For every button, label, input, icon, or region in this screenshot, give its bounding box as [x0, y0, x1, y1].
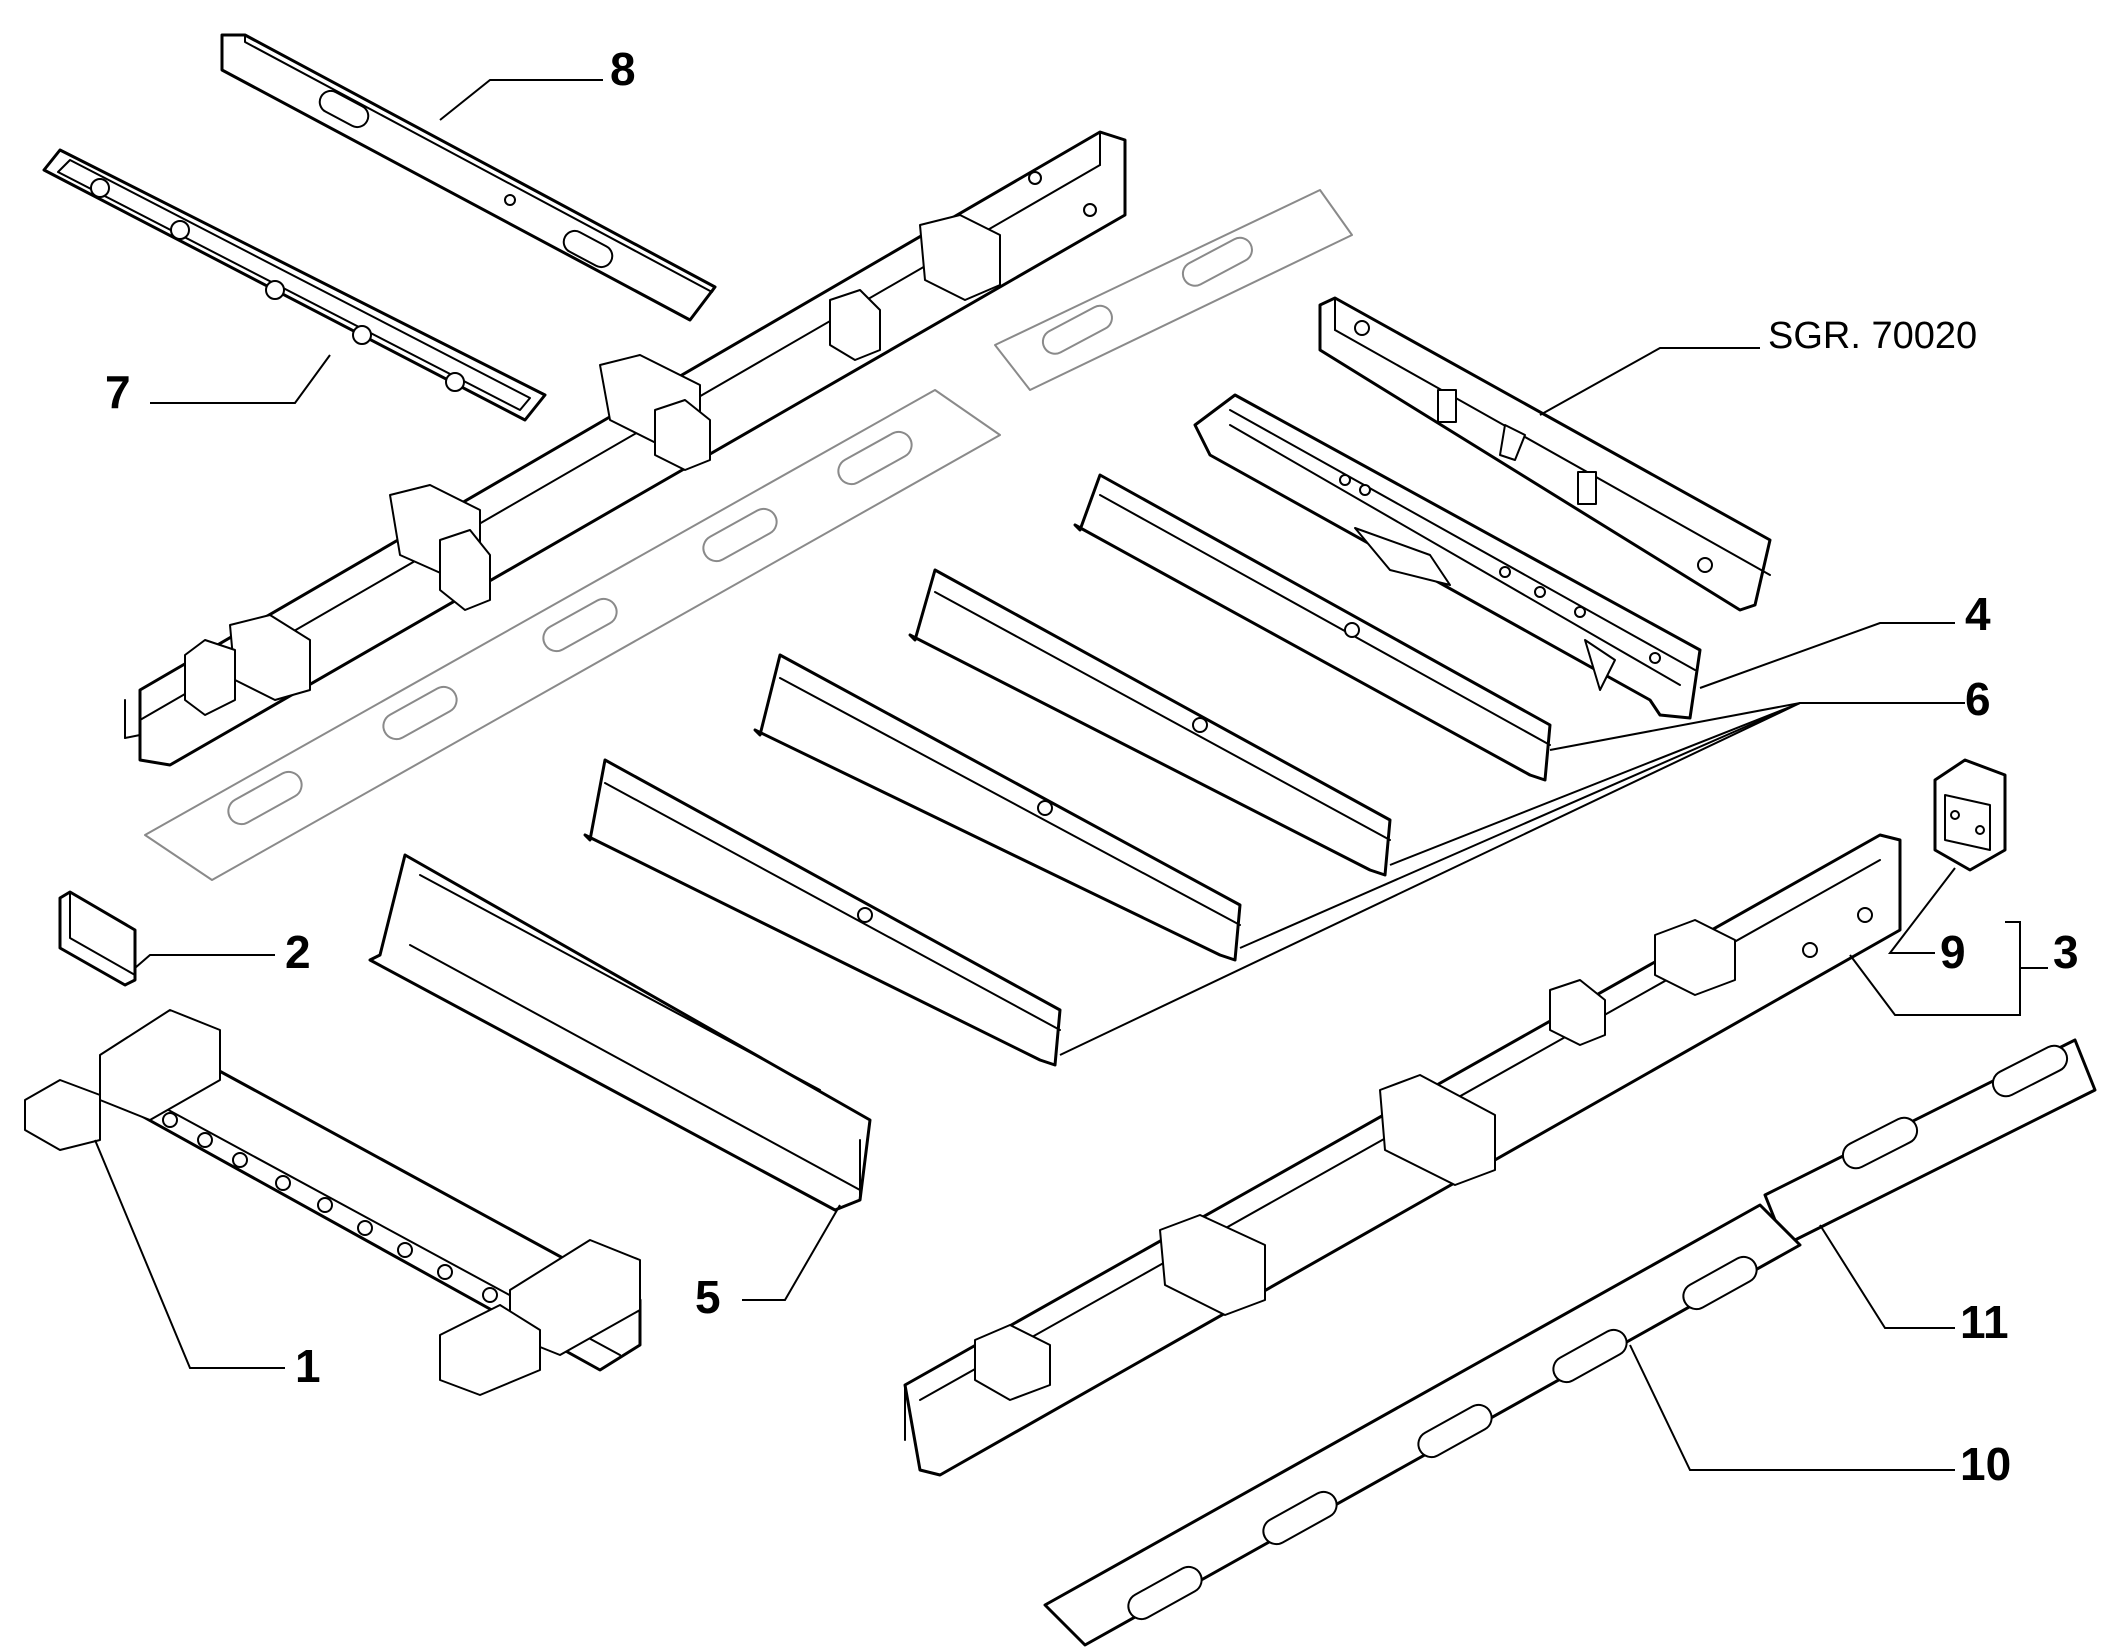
part-1-front-crossmember [24, 1009, 642, 1396]
leader-6-1 [1549, 702, 1965, 751]
leader-7 [150, 354, 331, 404]
part-9-mount-bracket [1933, 758, 2007, 872]
gray-short-plate [994, 189, 1353, 391]
reference-label: SGR. 70020 [1768, 315, 1977, 357]
leader-6-4 [1059, 702, 1801, 1056]
gray-long-plate [144, 389, 1001, 881]
leader-9 [1887, 867, 1956, 954]
upper-side-frame-rail [124, 130, 1127, 767]
callout-7: 7 [105, 366, 131, 418]
part-5-wide-crossmember [368, 853, 872, 1212]
leader-6-2 [1389, 702, 1801, 866]
part-6-crossmember-3 [753, 653, 1242, 962]
leader-11 [1819, 1224, 1955, 1329]
callout-10: 10 [1960, 1438, 2011, 1490]
part-8-cover-plate [220, 33, 717, 322]
part-6-crossmember-4 [583, 758, 1062, 1067]
part-7-inner-plate [42, 148, 547, 422]
sgr-reference-beam [1318, 296, 1772, 612]
part-6-crossmember-1 [1073, 473, 1552, 782]
leader-5 [742, 1204, 841, 1301]
leader-10 [1629, 1344, 1955, 1471]
leader-8 [439, 79, 603, 121]
callout-4: 4 [1965, 588, 1991, 640]
leader-2 [134, 954, 275, 969]
bracket-b [389, 484, 491, 611]
part-11-cover-plate [1763, 1038, 2097, 1247]
part-6-crossmember-2 [908, 568, 1392, 877]
callout-6: 6 [1965, 673, 1991, 725]
part-2-bracket [58, 890, 137, 987]
bracket-d [829, 214, 1001, 361]
leader-6-3 [1239, 702, 1801, 949]
callout-5: 5 [695, 1271, 721, 1323]
part-10-long-cover-plate [1043, 1203, 1802, 1647]
callout-3: 3 [2053, 926, 2079, 978]
leader-1 [94, 1139, 285, 1369]
part-4-crossmember [1193, 393, 1702, 720]
part-3-lower-side-frame-rail [903, 833, 1902, 1477]
callout-11: 11 [1960, 1296, 2009, 1348]
bracket-c [599, 354, 711, 471]
callout-1: 1 [295, 1340, 321, 1392]
callout-9: 9 [1940, 926, 1966, 978]
leader-lines [94, 79, 2048, 1471]
callout-2: 2 [285, 926, 311, 978]
leader-sgr [1539, 347, 1760, 416]
bracket-a [184, 614, 311, 716]
callout-8: 8 [610, 43, 636, 95]
leader-4 [1699, 622, 1955, 689]
